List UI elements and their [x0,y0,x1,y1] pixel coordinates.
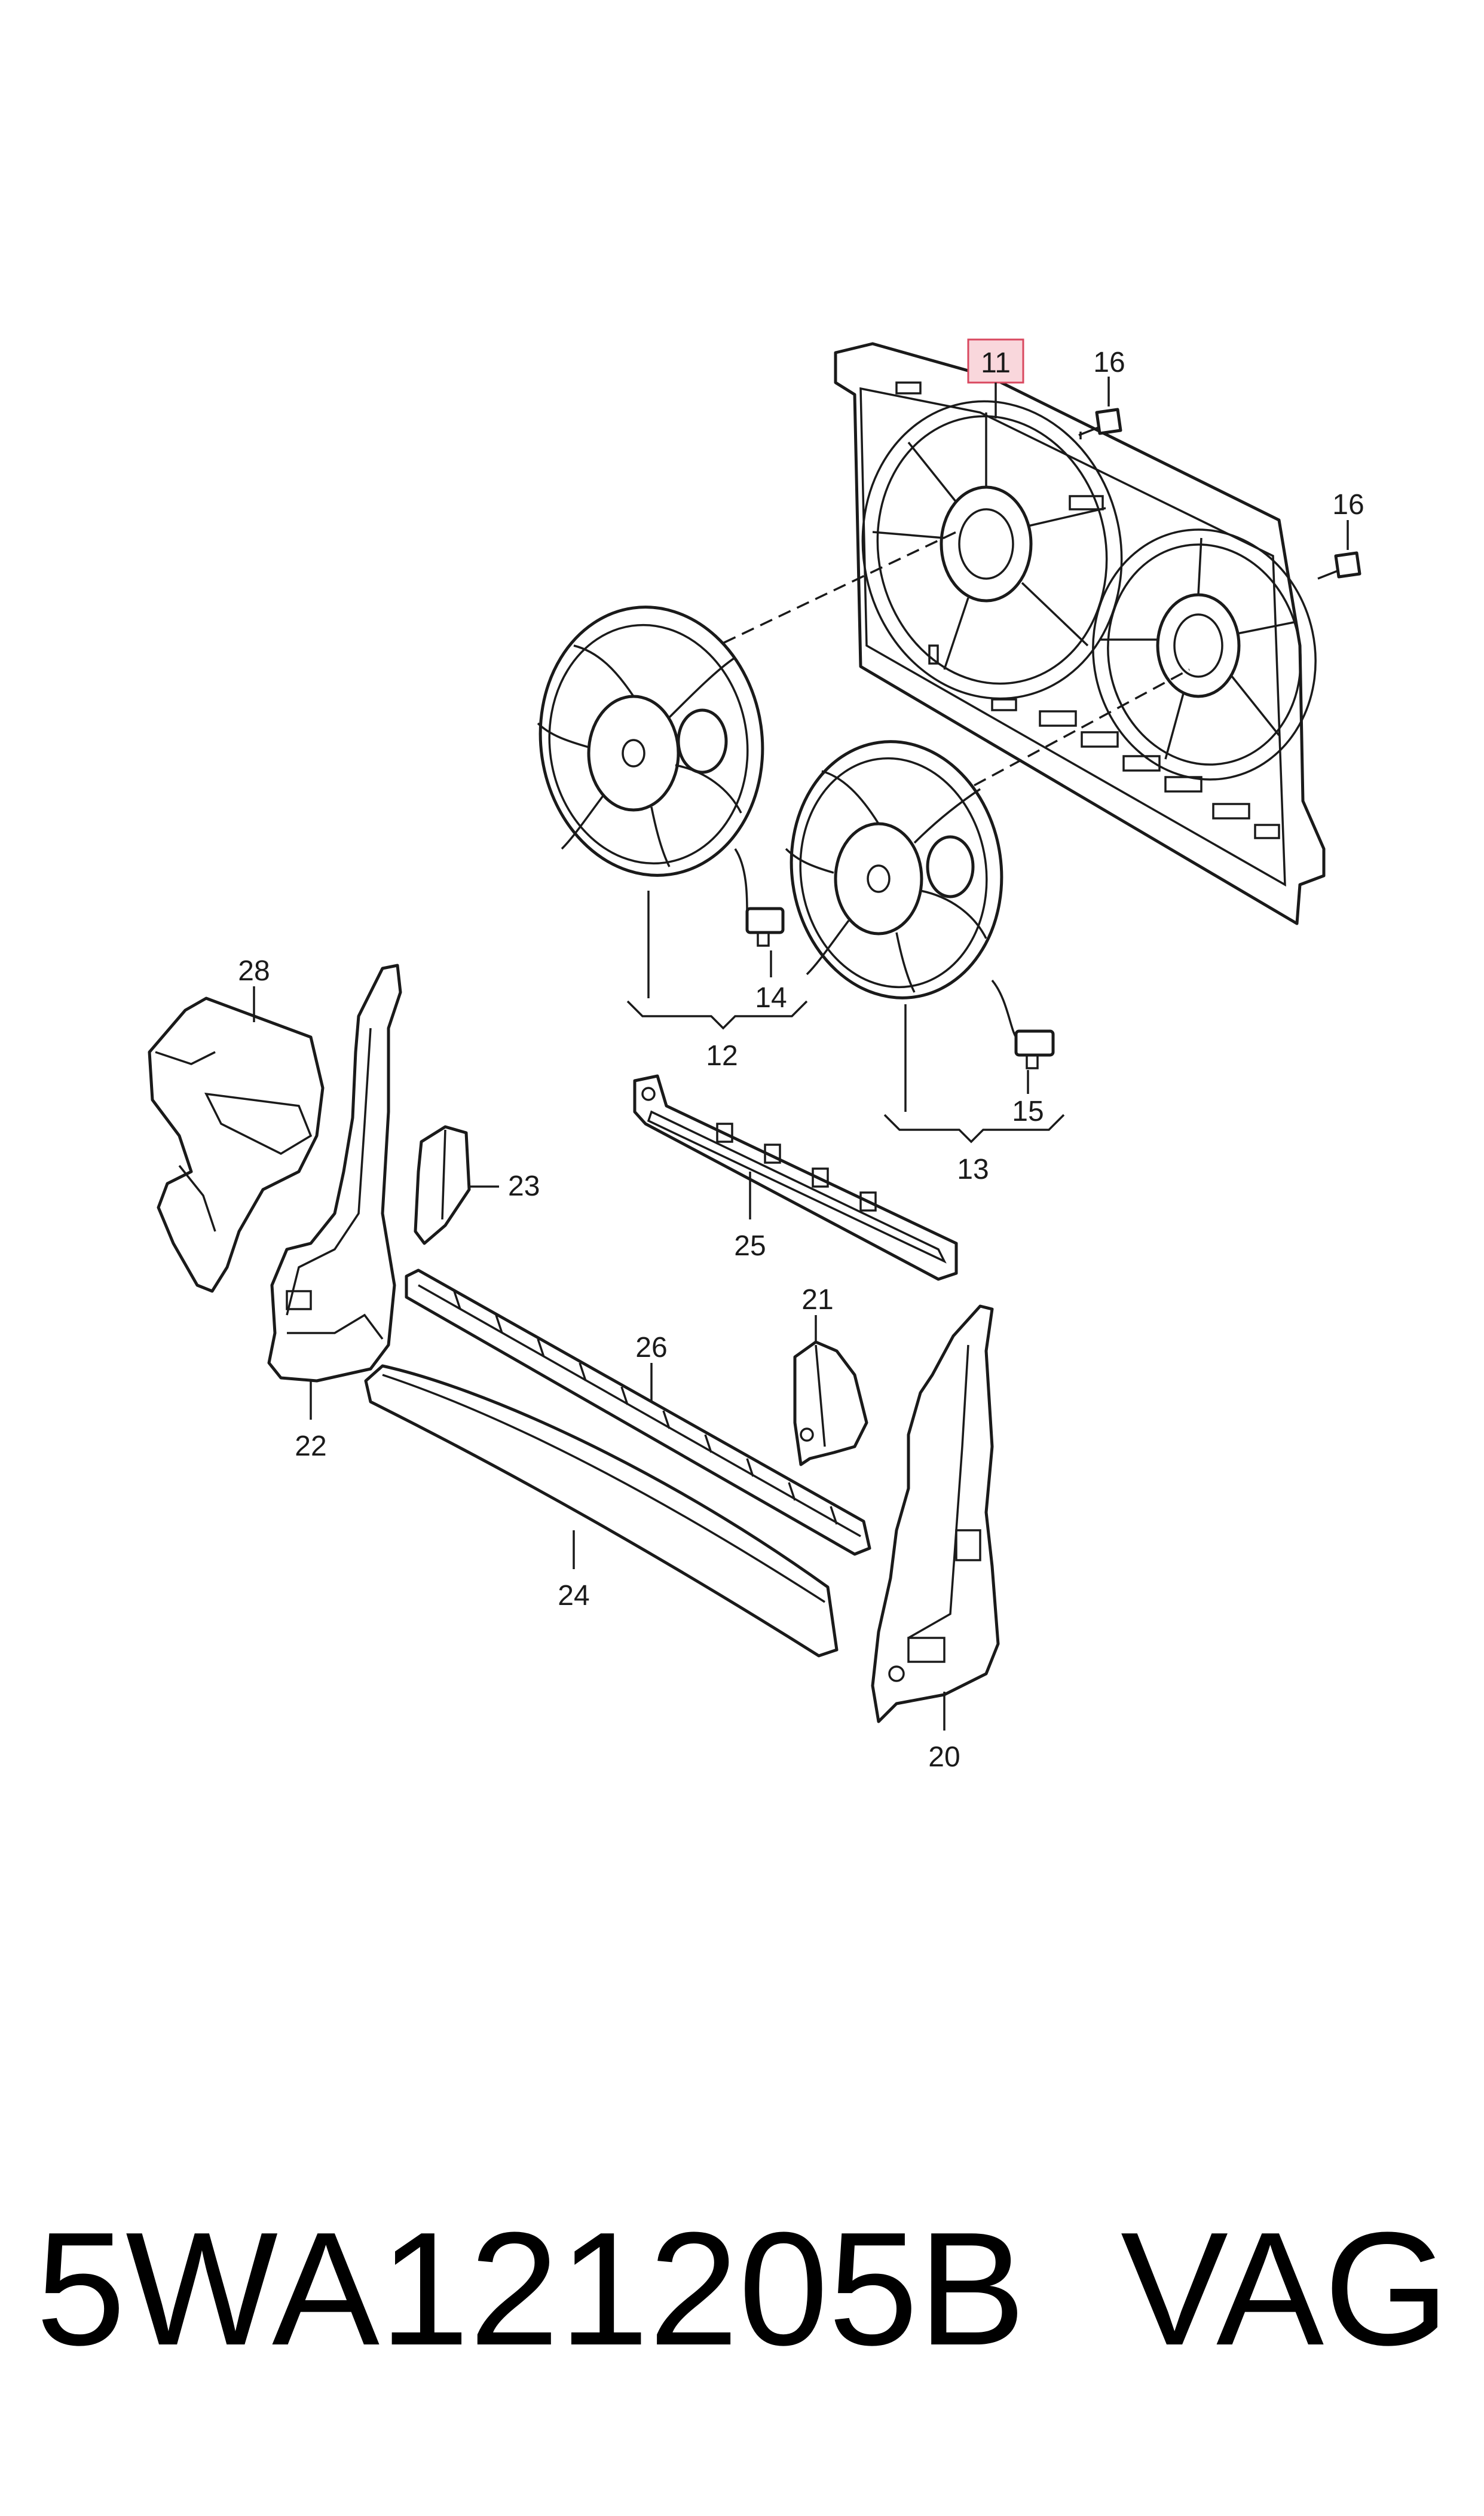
callout-12: 12 [706,1040,738,1072]
side-bracket-20 [871,1304,1000,1731]
callout-28: 28 [238,955,270,987]
bolt-16-top [1078,377,1122,439]
callout-25: 25 [734,1230,766,1262]
callout-16-right: 16 [1332,489,1364,521]
upper-rail-25 [633,1074,958,1281]
callout-24: 24 [558,1580,589,1612]
callout-11-label: 11 [981,347,1011,379]
fan-shroud-frame [834,342,1326,925]
callout-16-top: 16 [1093,347,1125,378]
part-number: 5WA121205B [36,2199,1026,2379]
callout-12-bracket [626,891,808,1030]
slotted-strip-26 [405,1268,871,1556]
small-bracket-23 [414,1125,499,1245]
lower-trim-24 [364,1364,839,1658]
side-bracket-22 [267,964,402,1420]
bolt-16-right [1317,520,1361,580]
brand-name: VAG [1121,2199,1450,2379]
callout-26: 26 [635,1332,667,1364]
air-duct-28 [148,986,325,1293]
callout-15: 15 [1012,1096,1044,1127]
callout-13: 13 [957,1154,989,1185]
callout-20: 20 [928,1741,960,1773]
fan-assembly-13 [785,740,1055,1069]
callout-11[interactable]: 11 [967,338,1024,418]
fan-assembly-12 [537,606,785,947]
callout-23: 23 [508,1170,540,1202]
footer: 5WA121205B VAG [36,2199,1458,2379]
small-bracket-21 [793,1315,868,1466]
callout-13-bracket [883,1004,1065,1144]
callout-21: 21 [801,1284,833,1316]
callout-22: 22 [295,1430,326,1462]
callout-14: 14 [755,982,787,1014]
